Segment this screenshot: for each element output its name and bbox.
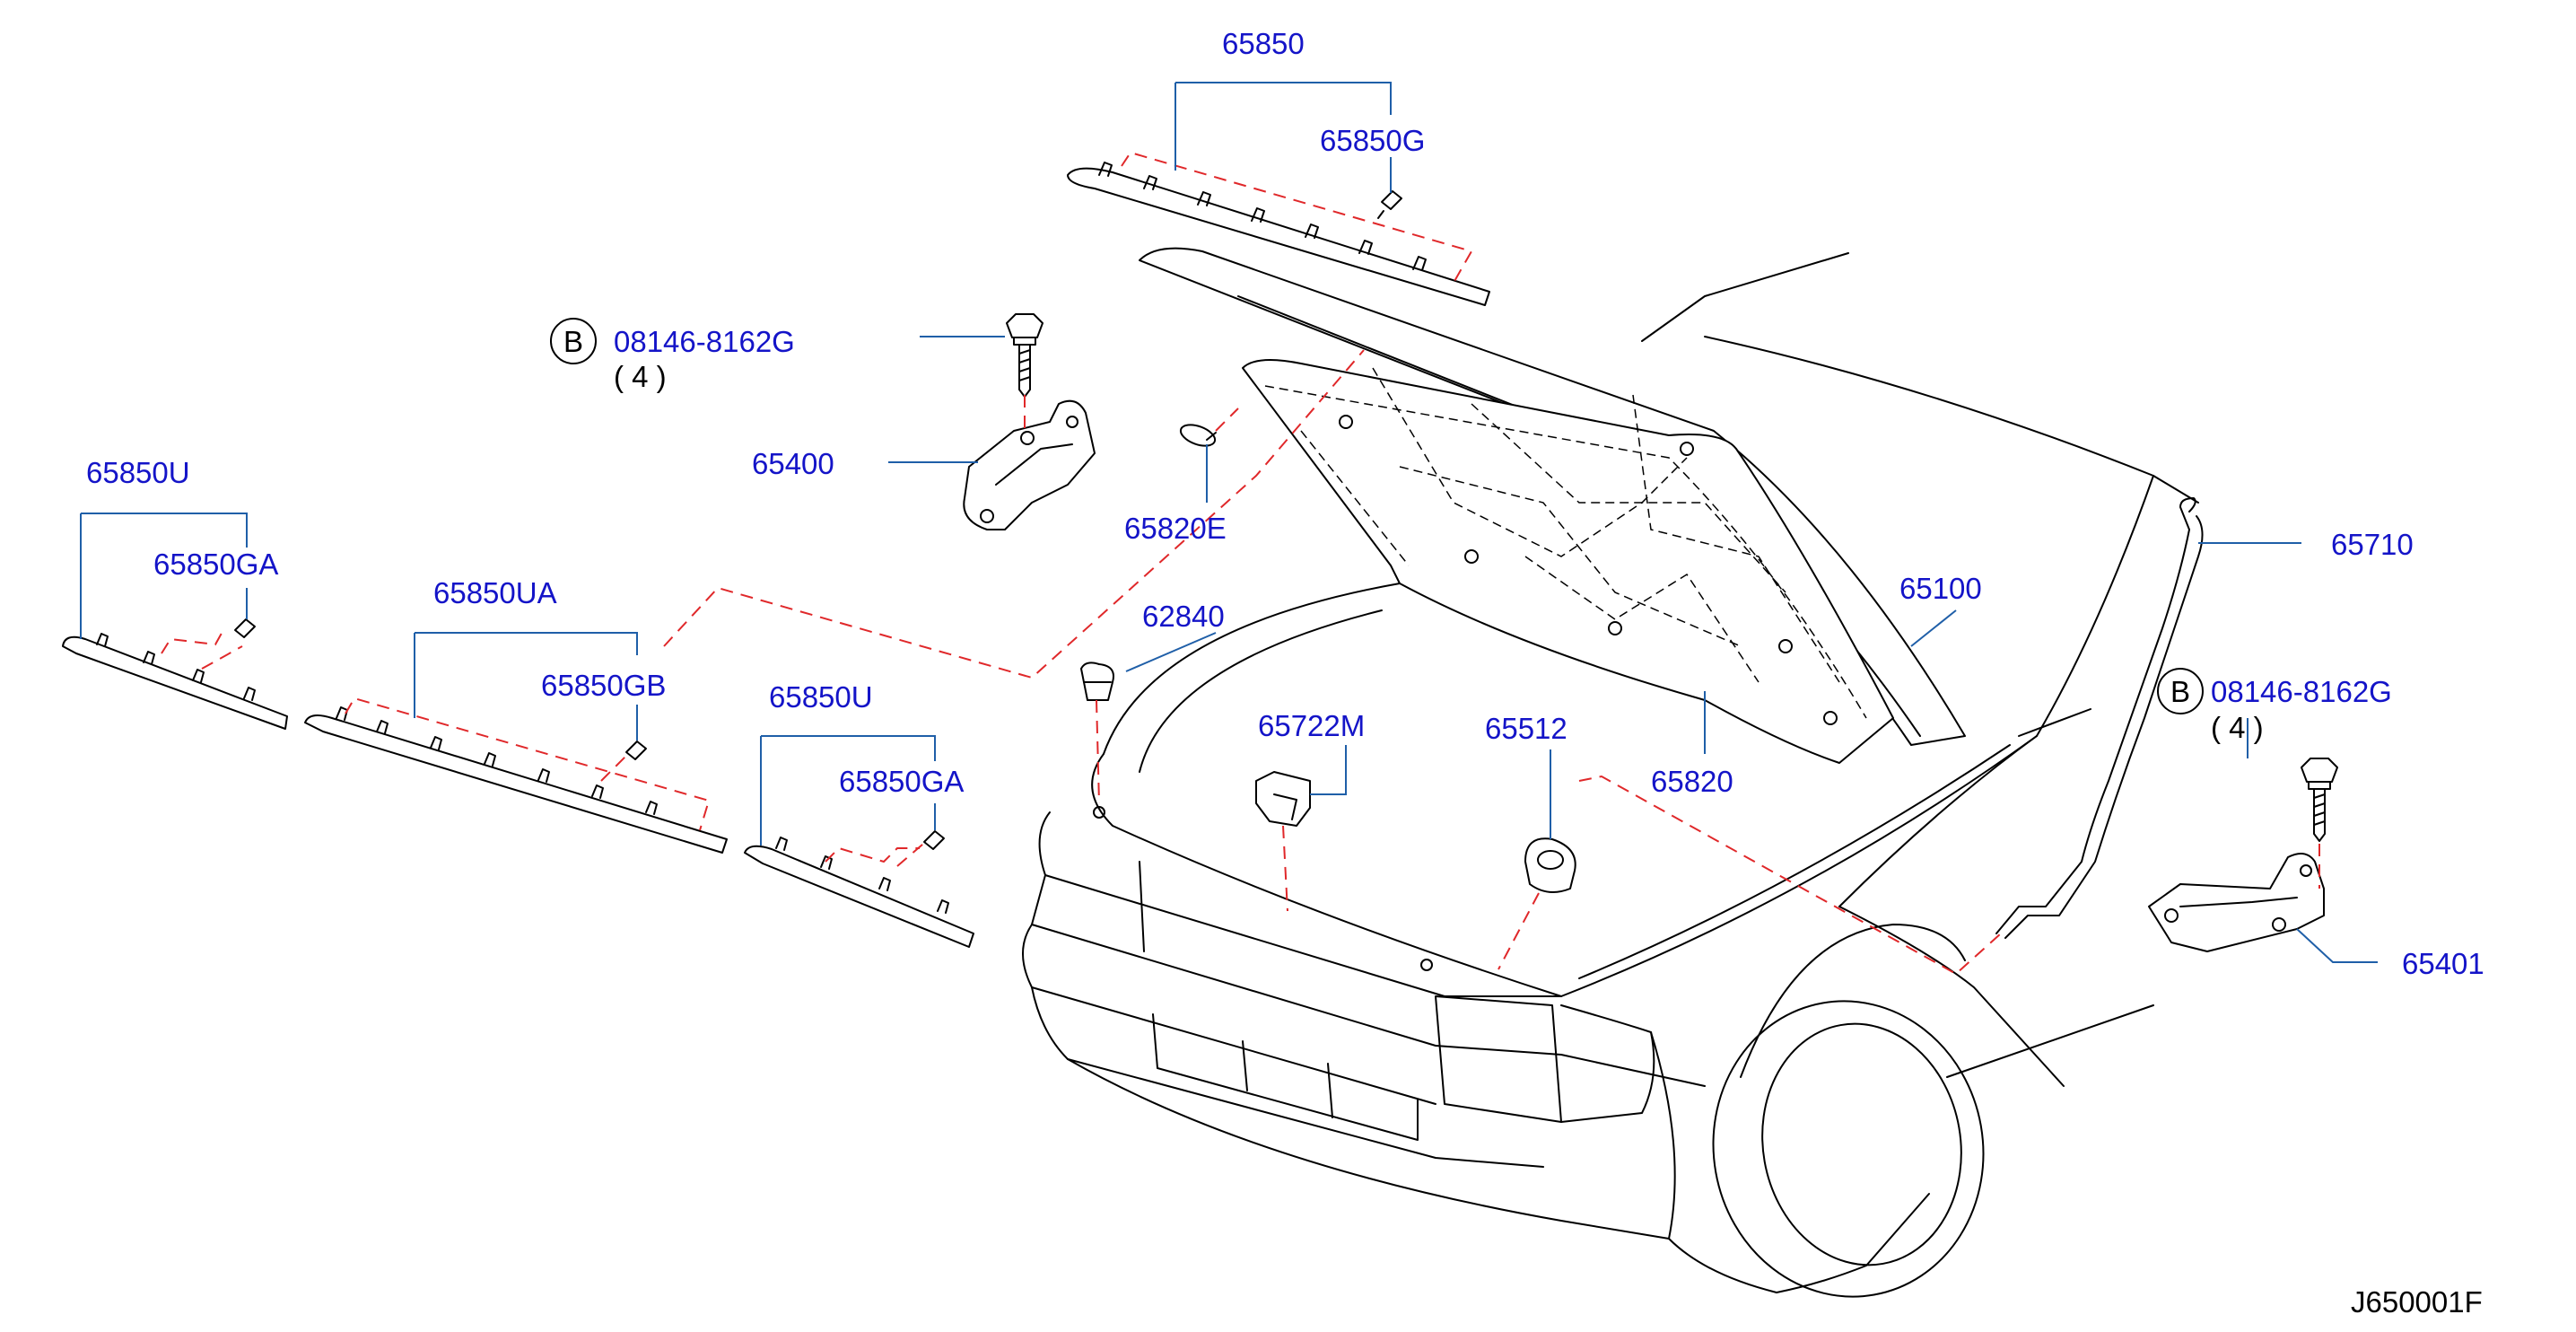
bolt-left (1006, 313, 1043, 398)
clip-65850GA-mid (923, 830, 945, 850)
clip-65722M (1255, 771, 1311, 827)
leader-lines (80, 82, 2378, 963)
label-65850GA-mid: 65850GA (839, 765, 964, 798)
part-labels: 65850 65850G B 08146-8162G ( 4 ) 65400 6… (86, 27, 2484, 1319)
grommet-65820E (1179, 424, 1217, 447)
label-65710: 65710 (2331, 528, 2414, 561)
label-bolt-right-circle: B (2170, 675, 2190, 708)
label-62840: 62840 (1142, 600, 1225, 633)
label-65850: 65850 (1222, 27, 1305, 60)
clip-65850GA-left (234, 618, 256, 638)
label-bolt-left-circle: B (563, 325, 583, 358)
bolt-right-circle-icon (2157, 668, 2204, 714)
label-65850UA: 65850UA (433, 576, 557, 609)
diagram-ref-code: J650001F (2351, 1285, 2483, 1319)
label-bolt-right-code: 08146-8162G (2211, 675, 2392, 708)
label-65850GA-left: 65850GA (153, 548, 278, 581)
vehicle-body-outline (1022, 252, 2199, 1298)
latch-65512 (1524, 837, 1576, 893)
label-65820: 65820 (1651, 765, 1733, 798)
hinge-65401 (2148, 853, 2325, 952)
hinge-65400 (963, 399, 1096, 530)
label-65850U-left: 65850U (86, 456, 190, 489)
hood-insulator (1242, 359, 1894, 764)
molding-clips (1098, 162, 1427, 271)
molding-65850 (1067, 151, 1490, 306)
clip-65850GB (625, 740, 647, 760)
label-65400: 65400 (752, 447, 834, 480)
dashed-connectors (663, 349, 2320, 976)
bumper-62840 (1080, 662, 1114, 701)
label-65850G: 65850G (1320, 124, 1425, 157)
molding-65850UA (304, 697, 728, 854)
prop-rod-65710 (1995, 497, 2204, 939)
label-65512: 65512 (1485, 712, 1567, 745)
label-65722M: 65722M (1258, 709, 1365, 742)
clip-65850G (1377, 190, 1402, 219)
label-65100: 65100 (1899, 572, 1982, 605)
label-65850U-mid: 65850U (769, 680, 873, 714)
bolt-right (2301, 758, 2338, 842)
label-65850GB: 65850GB (541, 669, 666, 702)
molding-65850U-left (62, 627, 288, 730)
bolt-left-circle-icon (550, 318, 597, 364)
label-bolt-right-qty: ( 4 ) (2211, 711, 2264, 744)
label-bolt-left-code: 08146-8162G (614, 325, 795, 358)
label-65820E: 65820E (1124, 512, 1227, 545)
molding-65850U-mid (744, 837, 974, 948)
label-bolt-left-qty: ( 4 ) (614, 360, 667, 393)
label-65401: 65401 (2402, 947, 2484, 980)
